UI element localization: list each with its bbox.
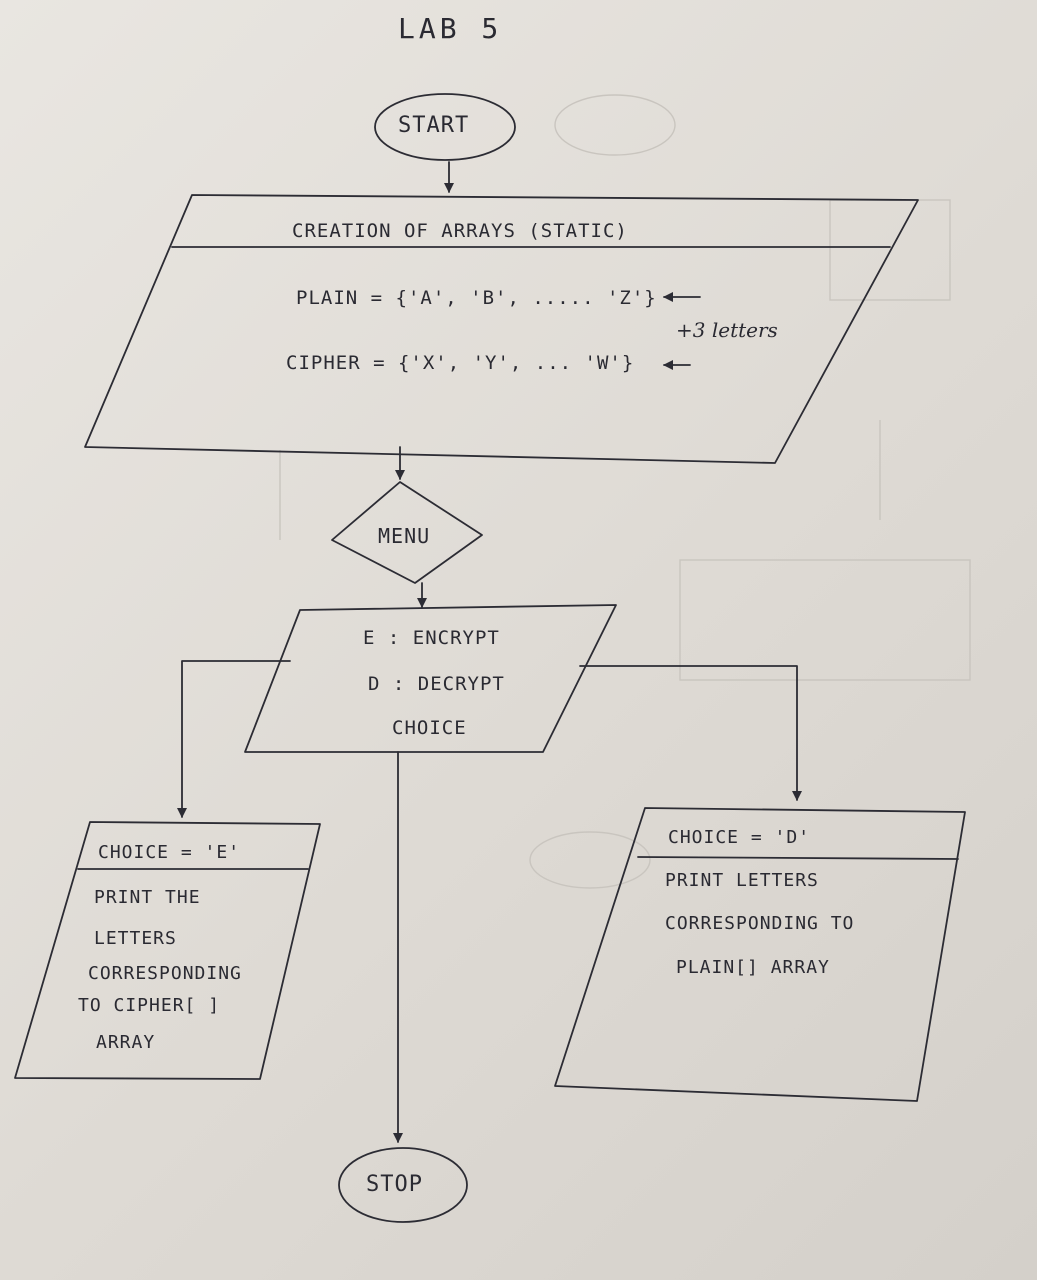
encrypt-line-3: CORRESPONDING [88,963,242,984]
page-title: LAB 5 [398,12,503,45]
cipher-array-line: CIPHER = {'X', 'Y', ... 'W'} [286,352,635,374]
choice-label: CHOICE [392,717,467,739]
encrypt-line-2: LETTERS [94,928,177,949]
decrypt-divider [637,856,959,860]
decrypt-condition: CHOICE = 'D' [668,827,811,848]
menu-diamond [331,481,483,584]
menu-label: MENU [378,524,431,548]
encrypt-condition: CHOICE = 'E' [98,842,241,863]
bleed-through-marks [279,94,971,889]
init-io-block [84,194,919,464]
encrypt-line-1: PRINT THE [94,887,201,908]
decrypt-line-2: CORRESPONDING TO [665,913,855,934]
encrypt-io-block [14,821,321,1080]
stop-label: STOP [366,1172,423,1197]
plain-array-line: PLAIN = {'A', 'B', ..... 'Z'} [296,287,657,309]
encrypt-line-4: TO CIPHER[ ] [78,995,221,1016]
arrow-choice-to-e [177,660,291,818]
arrow-choice-to-d [579,665,802,801]
stop-terminal [338,1147,468,1223]
option-decrypt: D : DECRYPT [368,673,505,695]
decrypt-line-1: PRINT LETTERS [665,870,819,891]
shift-note: +3 letters [676,318,778,342]
start-label: START [398,113,470,138]
decrypt-io-block [554,807,966,1102]
choice-io-block [244,604,617,753]
option-encrypt: E : ENCRYPT [363,627,500,649]
start-terminal [374,93,516,161]
decrypt-line-3: PLAIN[] ARRAY [676,957,830,978]
init-heading: CREATION OF ARRAYS (STATIC) [292,220,628,242]
encrypt-line-5: ARRAY [96,1032,156,1053]
